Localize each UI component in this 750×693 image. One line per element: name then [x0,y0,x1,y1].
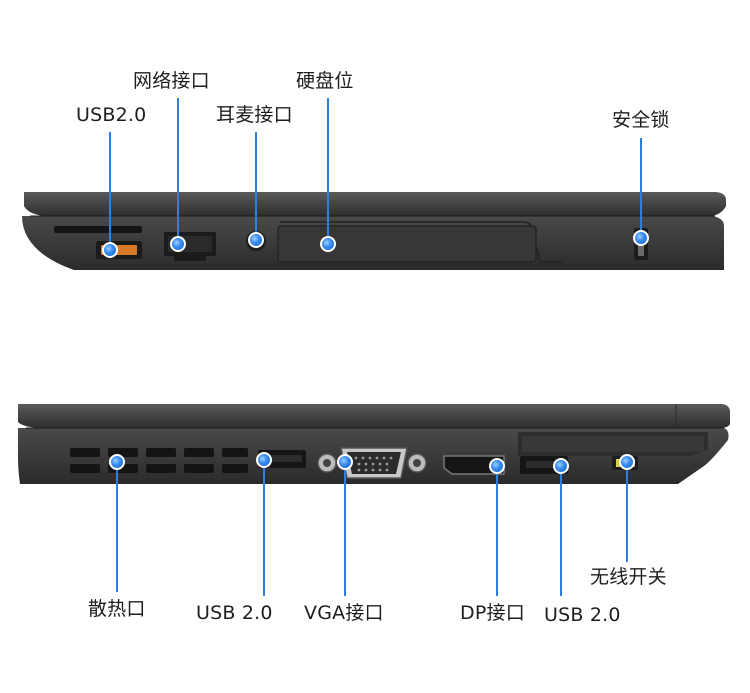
label-usb-left: USB 2.0 [196,602,273,624]
label-usb-top: USB2.0 [76,104,147,126]
lid-bottom [18,404,730,428]
laptop-right-side [18,404,730,484]
label-vga: VGA接口 [304,602,384,624]
label-ethernet: 网络接口 [133,70,210,92]
vent-grille [70,448,248,473]
leader-lines [109,98,642,596]
label-dp: DP接口 [460,602,525,624]
marker-usb-left [256,452,272,468]
laptop-left-side [22,192,726,270]
marker-audio [248,232,264,248]
marker-wifi-switch [619,454,635,470]
marker-lock [633,230,649,246]
label-audio-jack: 耳麦接口 [216,104,293,126]
port-markers [102,230,649,474]
lid-top [24,192,726,216]
marker-ethernet [170,236,186,252]
hdd-bay [277,225,537,263]
vga-port [317,447,427,479]
label-wireless-switch: 无线开关 [590,566,667,588]
marker-vent [109,454,125,470]
marker-vga [337,454,353,470]
label-hdd-bay: 硬盘位 [296,70,354,92]
marker-usb-right [553,458,569,474]
label-security-lock: 安全锁 [612,109,670,131]
marker-dp [489,458,505,474]
label-usb-right: USB 2.0 [544,604,621,626]
displayport [443,455,505,475]
label-vent: 散热口 [88,598,146,620]
card-reader-slot [54,226,142,233]
marker-usb-top [102,242,118,258]
marker-hdd [320,236,336,252]
